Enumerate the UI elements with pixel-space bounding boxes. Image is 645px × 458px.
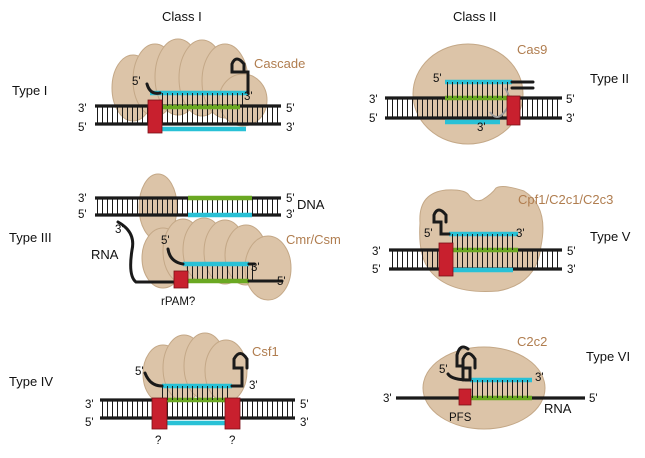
svg-text:3': 3' (566, 113, 575, 125)
type-iv-label: Type IV (9, 374, 53, 389)
crrna-hairpin (143, 352, 249, 388)
svg-text:3': 3' (300, 417, 309, 429)
svg-text:3': 3' (535, 372, 544, 384)
pam-marker (438, 242, 454, 277)
csf1-label: Csf1 (252, 344, 279, 359)
svg-text:5': 5' (567, 246, 576, 258)
crrna-hairpin (145, 57, 250, 95)
type-i-label: Type I (12, 83, 47, 98)
svg-text:5': 5' (132, 76, 141, 88)
pam-marker-left (151, 397, 168, 430)
type-vi-label: Type VI (586, 349, 630, 364)
type-vi-panel: Type VI 5' 3' 3' 5' PFS RNA C2c2 (383, 334, 630, 430)
class-ii-header: Class II (453, 9, 496, 24)
type-iv-panel: Type IV 5' 3' 3' 5' 5' 3' ? ? Csf1 (9, 332, 309, 447)
svg-text:3': 3' (244, 91, 253, 103)
rpam-marker (173, 270, 189, 289)
svg-text:5': 5' (424, 228, 433, 240)
svg-text:3': 3' (249, 380, 258, 392)
dna-rungs (95, 107, 281, 123)
target-rna-strand (116, 220, 185, 284)
type-ii-panel: Type II 5' 3' 3' 5' 5' 3' Cas9 (369, 42, 629, 145)
svg-text:5': 5' (286, 103, 295, 115)
pam-marker (147, 99, 163, 134)
pam-marker-right (224, 397, 241, 430)
svg-text:3': 3' (251, 262, 260, 274)
cascade-label: Cascade (254, 56, 305, 71)
pfs-label: PFS (449, 412, 472, 424)
svg-text:5': 5' (85, 417, 94, 429)
cas9-label: Cas9 (517, 42, 547, 57)
tracrrna-loop (489, 87, 511, 118)
type-iii-label: Type III (9, 230, 52, 245)
rna-target-label: RNA (544, 401, 572, 416)
class-i-header: Class I (162, 9, 202, 24)
svg-text:3': 3' (85, 399, 94, 411)
type-v-label: Type V (590, 229, 631, 244)
unknown-pam-left: ? (155, 435, 161, 447)
svg-text:5': 5' (589, 393, 598, 405)
cmr-csm-complex (141, 217, 292, 301)
type-v-panel: Type V 5' 3' 3' 5' 5' 3' Cpf1/C2c1/C2c3 (372, 186, 631, 293)
svg-text:3': 3' (286, 209, 295, 221)
svg-text:3': 3' (516, 228, 525, 240)
unknown-pam-right: ? (229, 435, 235, 447)
svg-text:3': 3' (78, 193, 87, 205)
svg-text:3': 3' (286, 122, 295, 134)
type-i-panel: Type I 5' 3' 3' 5' 5' 3' Cascade (12, 38, 305, 134)
svg-text:5': 5' (161, 235, 170, 247)
svg-text:3': 3' (78, 103, 87, 115)
dna-label: DNA (297, 197, 325, 212)
crrna-hairpin (432, 208, 451, 236)
rpam-label: rPAM? (161, 296, 195, 308)
crrna-hairpins (446, 345, 477, 382)
svg-text:5': 5' (286, 193, 295, 205)
guide-stem (510, 80, 535, 90)
svg-text:5': 5' (566, 94, 575, 106)
svg-text:3': 3' (567, 264, 576, 276)
svg-text:3': 3' (372, 246, 381, 258)
cpf1-label: Cpf1/C2c1/C2c3 (518, 192, 613, 207)
svg-text:5': 5' (300, 399, 309, 411)
pam-marker (506, 95, 521, 126)
svg-text:3': 3' (383, 393, 392, 405)
svg-text:3': 3' (115, 224, 124, 236)
rna-label: RNA (91, 247, 119, 262)
cmr-csm-label: Cmr/Csm (286, 232, 341, 247)
type-ii-label: Type II (590, 71, 629, 86)
svg-text:5': 5' (372, 264, 381, 276)
svg-text:5': 5' (277, 276, 286, 288)
svg-text:5': 5' (369, 113, 378, 125)
pfs-marker (458, 388, 472, 406)
svg-text:5': 5' (135, 366, 144, 378)
svg-text:5': 5' (78, 209, 87, 221)
svg-text:5': 5' (439, 364, 448, 376)
svg-text:3': 3' (477, 122, 486, 134)
svg-text:5': 5' (78, 122, 87, 134)
c2c2-label: C2c2 (517, 334, 547, 349)
type-iii-panel: Type III 3' 5' 5' 3' DNA 3' 5' 3' 5' RNA… (9, 173, 341, 308)
svg-text:3': 3' (369, 94, 378, 106)
svg-text:5': 5' (433, 73, 442, 85)
